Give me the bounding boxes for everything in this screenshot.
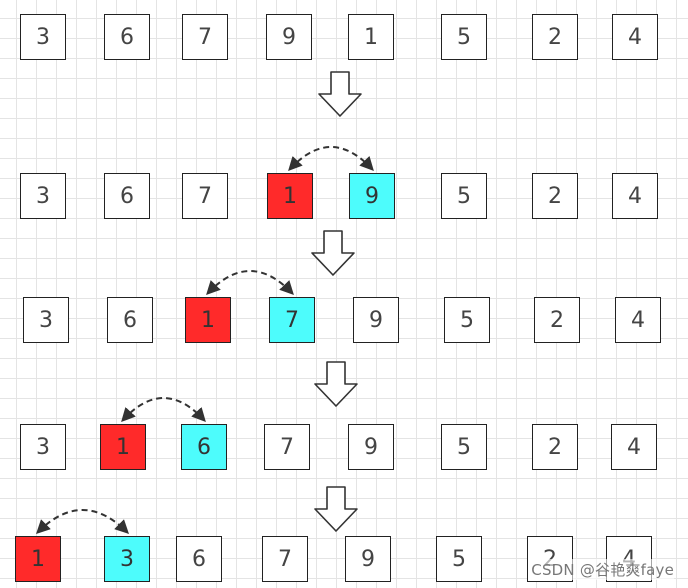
array-cell: 5 [436,536,482,582]
array-cell: 4 [612,173,658,219]
array-cell: 6 [176,536,222,582]
array-cell: 3 [20,173,66,219]
array-cell: 3 [23,297,69,343]
array-cell: 6 [107,297,153,343]
array-cell: 9 [266,14,312,60]
array-cell: 7 [262,536,308,582]
array-cell: 6 [104,173,150,219]
array-cell: 4 [615,297,661,343]
array-cell: 3 [20,14,66,60]
array-cell: 6 [181,424,227,470]
array-cell: 9 [349,173,395,219]
array-cell: 5 [441,424,487,470]
array-cell: 5 [441,14,487,60]
array-cell: 9 [348,424,394,470]
array-cell: 5 [444,297,490,343]
array-cell: 1 [348,14,394,60]
array-cell: 2 [532,14,578,60]
array-cell: 3 [20,424,66,470]
array-cell: 4 [611,424,657,470]
array-cell: 9 [345,536,391,582]
array-cell: 7 [264,424,310,470]
array-cell: 2 [532,424,578,470]
array-cell: 1 [185,297,231,343]
array-cell: 1 [100,424,146,470]
array-cell: 7 [269,297,315,343]
array-cell: 7 [182,14,228,60]
array-cell: 9 [353,297,399,343]
array-cell: 2 [534,297,580,343]
array-cell: 2 [532,173,578,219]
array-cell: 4 [612,14,658,60]
array-cell: 7 [182,173,228,219]
array-cell: 3 [104,536,150,582]
array-cell: 1 [267,173,313,219]
array-cell: 6 [104,14,150,60]
watermark: CSDN @谷艳爽faye [531,559,674,580]
array-cell: 1 [15,536,61,582]
array-cell: 5 [441,173,487,219]
